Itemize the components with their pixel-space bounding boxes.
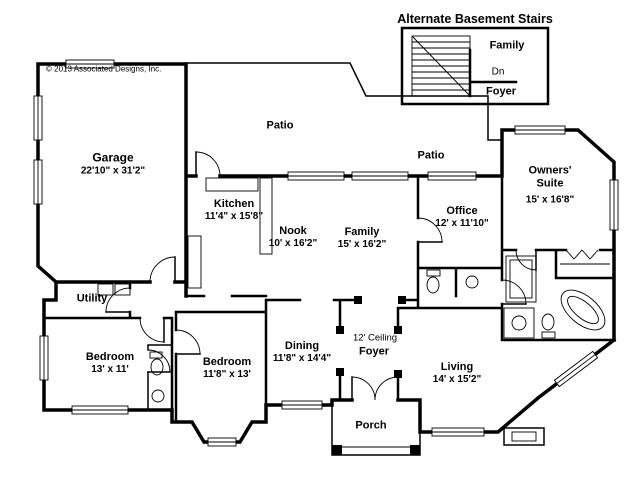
room-label-patio-upper: Patio [266,119,294,132]
porch-column [332,445,342,455]
window [33,159,43,205]
exterior-walls [36,62,617,444]
tub [560,289,606,331]
patio-edge [185,62,501,141]
owners-bath-fixtures [503,249,610,339]
inset-walls [468,48,518,98]
room-label-foyer: Foyer [359,345,389,358]
closet-bifold-door [565,249,599,260]
room-dims-owners-suite: 15' x 16'8" [525,194,575,206]
porch-outline [331,399,421,456]
interior-columns [336,296,406,378]
basement-stairs-inset [400,26,550,106]
window [207,437,237,447]
room-label-bedroom-left: Bedroom 13' x 11' [85,350,135,375]
window [39,335,49,381]
porch-column [410,445,420,455]
inset-title: Alternate Basement Stairs [397,11,553,26]
window [427,171,477,181]
room-label-office: Office 12' x 11'10" [435,204,489,229]
room-label-dining: Dining 11'8" x 14'4" [272,339,332,364]
interior-walls [42,174,616,424]
room-label-kitchen: Kitchen 11'4" x 15'8" [204,197,264,222]
window [553,350,599,388]
bedroom-bath-fixtures [149,351,165,403]
inset-down-label: Dn [491,66,505,78]
stair-treads [411,35,471,97]
window [281,400,323,410]
window [351,171,409,181]
room-label-owners-suite: Owners' Suite [528,164,572,189]
inset-foyer-label: Foyer [486,85,516,98]
window [514,125,566,135]
room-label-bedroom-middle: Bedroom 11'8" x 13' [202,355,252,380]
room-label-nook: Nook 10' x 16'2" [268,224,318,249]
bedroom-bath-walls [147,344,173,411]
windows [33,59,619,447]
window [431,427,485,437]
window [71,405,129,415]
foyer-ceiling-note: 12' Ceiling [352,332,398,344]
window [65,59,115,69]
room-label-garage: Garage 22'10" x 31'2" [80,150,146,177]
fireplace [503,427,545,446]
copyright-text: © 2013 Associated Designs, Inc. [46,64,162,74]
room-label-porch: Porch [355,419,387,432]
inset-family-label: Family [489,39,525,52]
window [287,171,345,181]
utility-appliances [97,283,131,296]
room-label-patio-lower: Patio [417,149,445,162]
room-label-utility: Utility [76,292,108,305]
powder-room-fixtures [426,269,479,294]
window [609,179,619,231]
kitchen-counters [187,177,273,289]
room-label-living: Living 14' x 15'2" [432,360,482,385]
window [33,95,43,141]
room-label-family: Family 15' x 16'2" [337,225,387,250]
